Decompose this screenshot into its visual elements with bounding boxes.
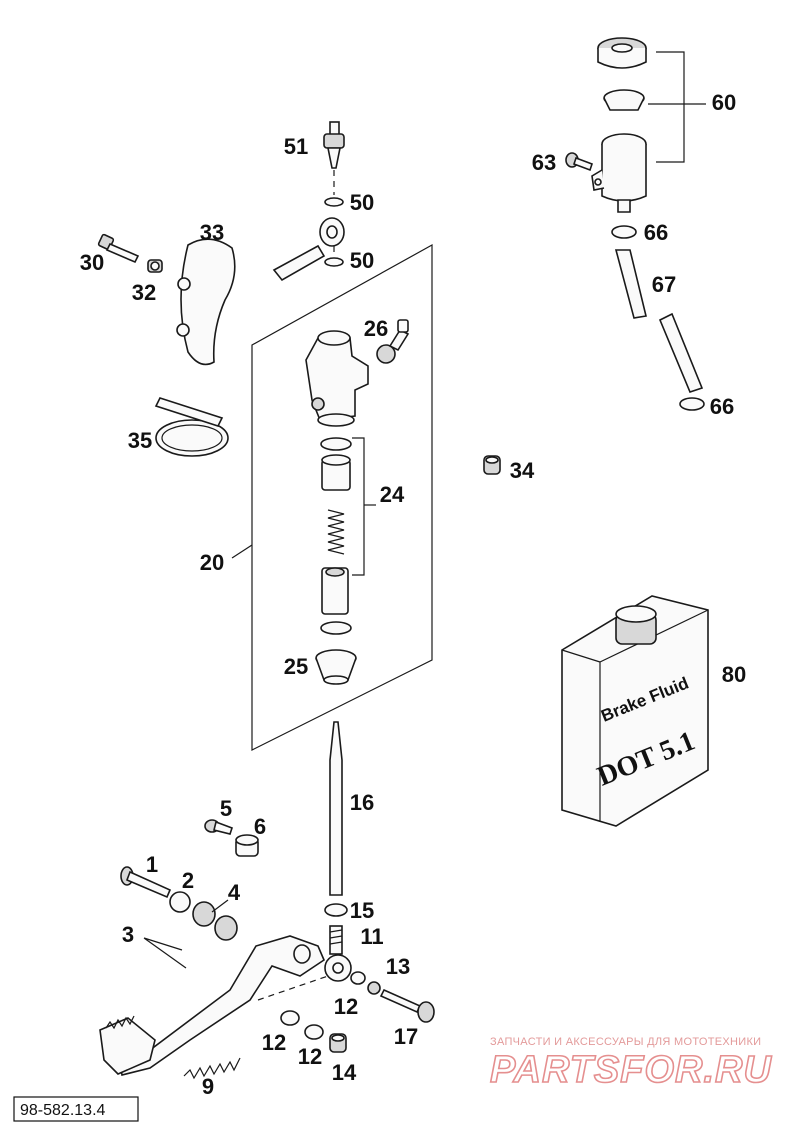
washer-12: [280, 1010, 300, 1026]
callout-80: 80: [722, 662, 746, 687]
callout-30: 30: [80, 250, 104, 275]
nut-34: [483, 455, 501, 475]
clevis-11: [324, 925, 352, 982]
reservoir-cap: [597, 37, 647, 69]
reservoir-body: [591, 133, 647, 213]
hose-clamp-66: [679, 397, 705, 411]
circlip: [320, 621, 352, 635]
callout-17: 17: [394, 1024, 418, 1049]
brake-fluid-can-80: [561, 595, 709, 827]
nut-14: [329, 1033, 347, 1053]
master-cylinder-body: [305, 330, 369, 427]
callout-13: 13: [386, 954, 410, 979]
callout-12-a: 12: [334, 994, 358, 1019]
nut-15: [324, 903, 348, 917]
brake-light-switch-51: [323, 121, 345, 195]
callout-24: 24: [380, 482, 405, 507]
callout-32: 32: [132, 280, 156, 305]
callout-15: 15: [350, 898, 374, 923]
return-spring-9: [183, 1057, 241, 1080]
cable-tie-35: [154, 397, 229, 457]
piston: [321, 567, 349, 615]
callout-66-b: 66: [710, 394, 734, 419]
reference-box: [13, 1096, 139, 1122]
hose-67: [614, 249, 647, 319]
reservoir-diaphragm: [603, 89, 645, 111]
washer-12: [350, 971, 366, 985]
dust-boot-25: [315, 649, 357, 685]
washer-13: [367, 981, 381, 995]
bolt-17: [379, 988, 435, 1023]
callout-34: 34: [510, 458, 535, 483]
callout-51: 51: [284, 134, 308, 159]
hose-67: [658, 312, 704, 393]
bolt-30: [97, 233, 140, 264]
watermark-brand: PARTSFOR.RU: [490, 1049, 772, 1091]
callout-9: 9: [202, 1074, 214, 1099]
callout-25: 25: [284, 654, 308, 679]
heel-guard-hole: [176, 323, 190, 337]
callout-2: 2: [182, 868, 194, 893]
callout-12-b: 12: [262, 1030, 286, 1055]
heel-guard-33: [180, 238, 236, 366]
callout-6: 6: [254, 814, 266, 839]
callout-60: 60: [712, 90, 736, 115]
washer-50-upper: [324, 197, 344, 207]
brake-pedal-3: [99, 935, 329, 1076]
callout-63: 63: [532, 150, 556, 175]
callout-33: 33: [200, 220, 224, 245]
callout-50-b: 50: [350, 248, 374, 273]
callout-5: 5: [220, 796, 232, 821]
callout-35: 35: [128, 428, 152, 453]
heel-guard-hole: [177, 277, 191, 291]
bracket-60: [648, 51, 706, 163]
bleed-nipple-26: [376, 319, 410, 364]
hose-clamp-66: [611, 225, 637, 239]
bushing-6: [235, 834, 259, 857]
washer-2: [169, 891, 191, 913]
callout-14: 14: [332, 1060, 357, 1085]
leader-3: [143, 937, 187, 969]
spring: [327, 509, 345, 555]
callout-26: 26: [364, 316, 388, 341]
callout-4: 4: [228, 880, 241, 905]
callout-1: 1: [146, 852, 158, 877]
piston-sleeve: [321, 454, 351, 491]
bushing-4: [214, 915, 238, 941]
assembly-frame-20: [251, 243, 433, 751]
bracket-24: [352, 437, 365, 576]
leader-20: [231, 544, 253, 559]
nut-32: [147, 259, 163, 273]
callout-3: 3: [122, 922, 134, 947]
push-rod-16: [329, 721, 343, 896]
bushing-4: [192, 901, 216, 927]
washer-12: [304, 1024, 324, 1040]
washer-50-lower: [324, 257, 344, 267]
screw-5: [204, 819, 234, 835]
callout-67: 67: [652, 272, 676, 297]
watermark-tagline: ЗАПЧАСТИ И АКСЕССУАРЫ ДЛЯ МОТОТЕХНИКИ: [490, 1036, 761, 1048]
callout-20: 20: [200, 550, 224, 575]
o-ring: [320, 437, 352, 451]
banjo-fitting: [272, 217, 345, 282]
reference-number: 98-582.13.4: [20, 1102, 106, 1119]
screw-63: [565, 152, 594, 172]
callout-16: 16: [350, 790, 374, 815]
pivot-bolt-1: [120, 866, 172, 899]
callout-50-a: 50: [350, 190, 374, 215]
callout-12-c: 12: [298, 1044, 322, 1069]
callout-66-a: 66: [644, 220, 668, 245]
leader-4: [211, 899, 229, 913]
callout-11: 11: [360, 924, 383, 949]
